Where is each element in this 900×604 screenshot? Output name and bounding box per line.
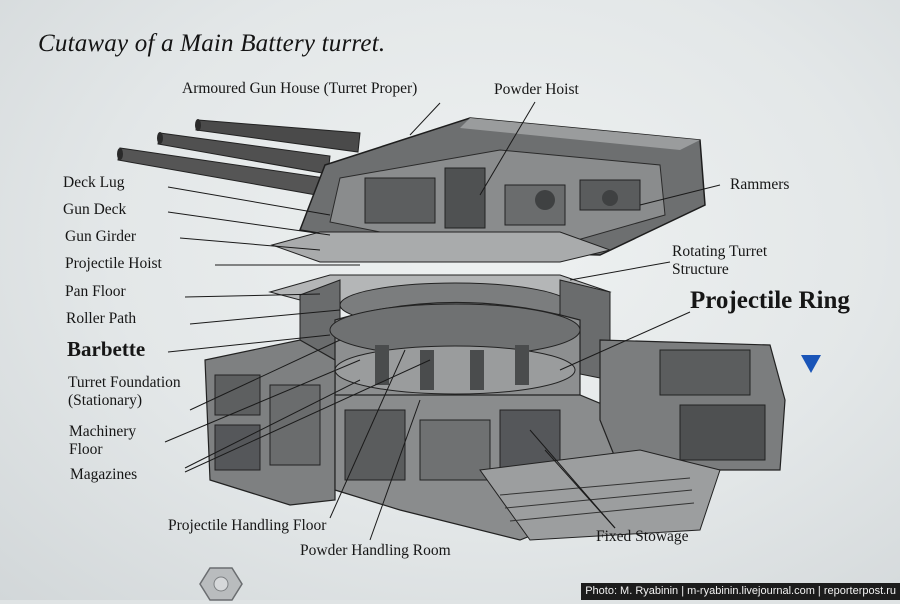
label-magazines: Magazines [70,466,138,483]
label-projectile-hoist: Projectile Hoist [65,255,162,272]
triangle-down-icon [801,355,821,373]
diagram-title: Cutaway of a Main Battery turret. [38,30,386,57]
label-projectile-handling-floor: Projectile Handling Floor [168,517,327,534]
label-gun-deck: Gun Deck [63,201,127,218]
gun-house [298,117,706,256]
mounting-bolt-icon [199,567,243,601]
label-rotating-turret: Rotating Turret [672,243,768,260]
label-machinery-floor: Floor [69,441,103,458]
magazine-compartments [204,339,786,541]
label-armoured-gun-house: Armoured Gun House (Turret Proper) [182,80,418,97]
label-machinery: Machinery [69,423,137,440]
gun-barrels [117,119,361,197]
label-fixed-stowage: Fixed Stowage [596,528,689,545]
label-turret-foundation: Turret Foundation [68,374,181,391]
label-projectile-ring: Projectile Ring [690,287,850,314]
photo-credit: Photo: M. Ryabinin | m-ryabinin.livejour… [581,583,900,600]
label-gun-girder: Gun Girder [65,228,137,245]
label-roller-path: Roller Path [66,310,137,327]
label-turret-foundation-stationary: (Stationary) [68,392,143,409]
label-barbette: Barbette [67,337,146,361]
leader-lines [164,101,721,541]
label-powder-hoist: Powder Hoist [494,81,579,98]
label-rotating-turret-structure: Structure [672,261,729,278]
label-deck-lug: Deck Lug [63,174,125,191]
label-powder-handling-room: Powder Handling Room [300,542,451,559]
label-rammers: Rammers [730,176,790,193]
label-pan-floor: Pan Floor [65,283,126,300]
